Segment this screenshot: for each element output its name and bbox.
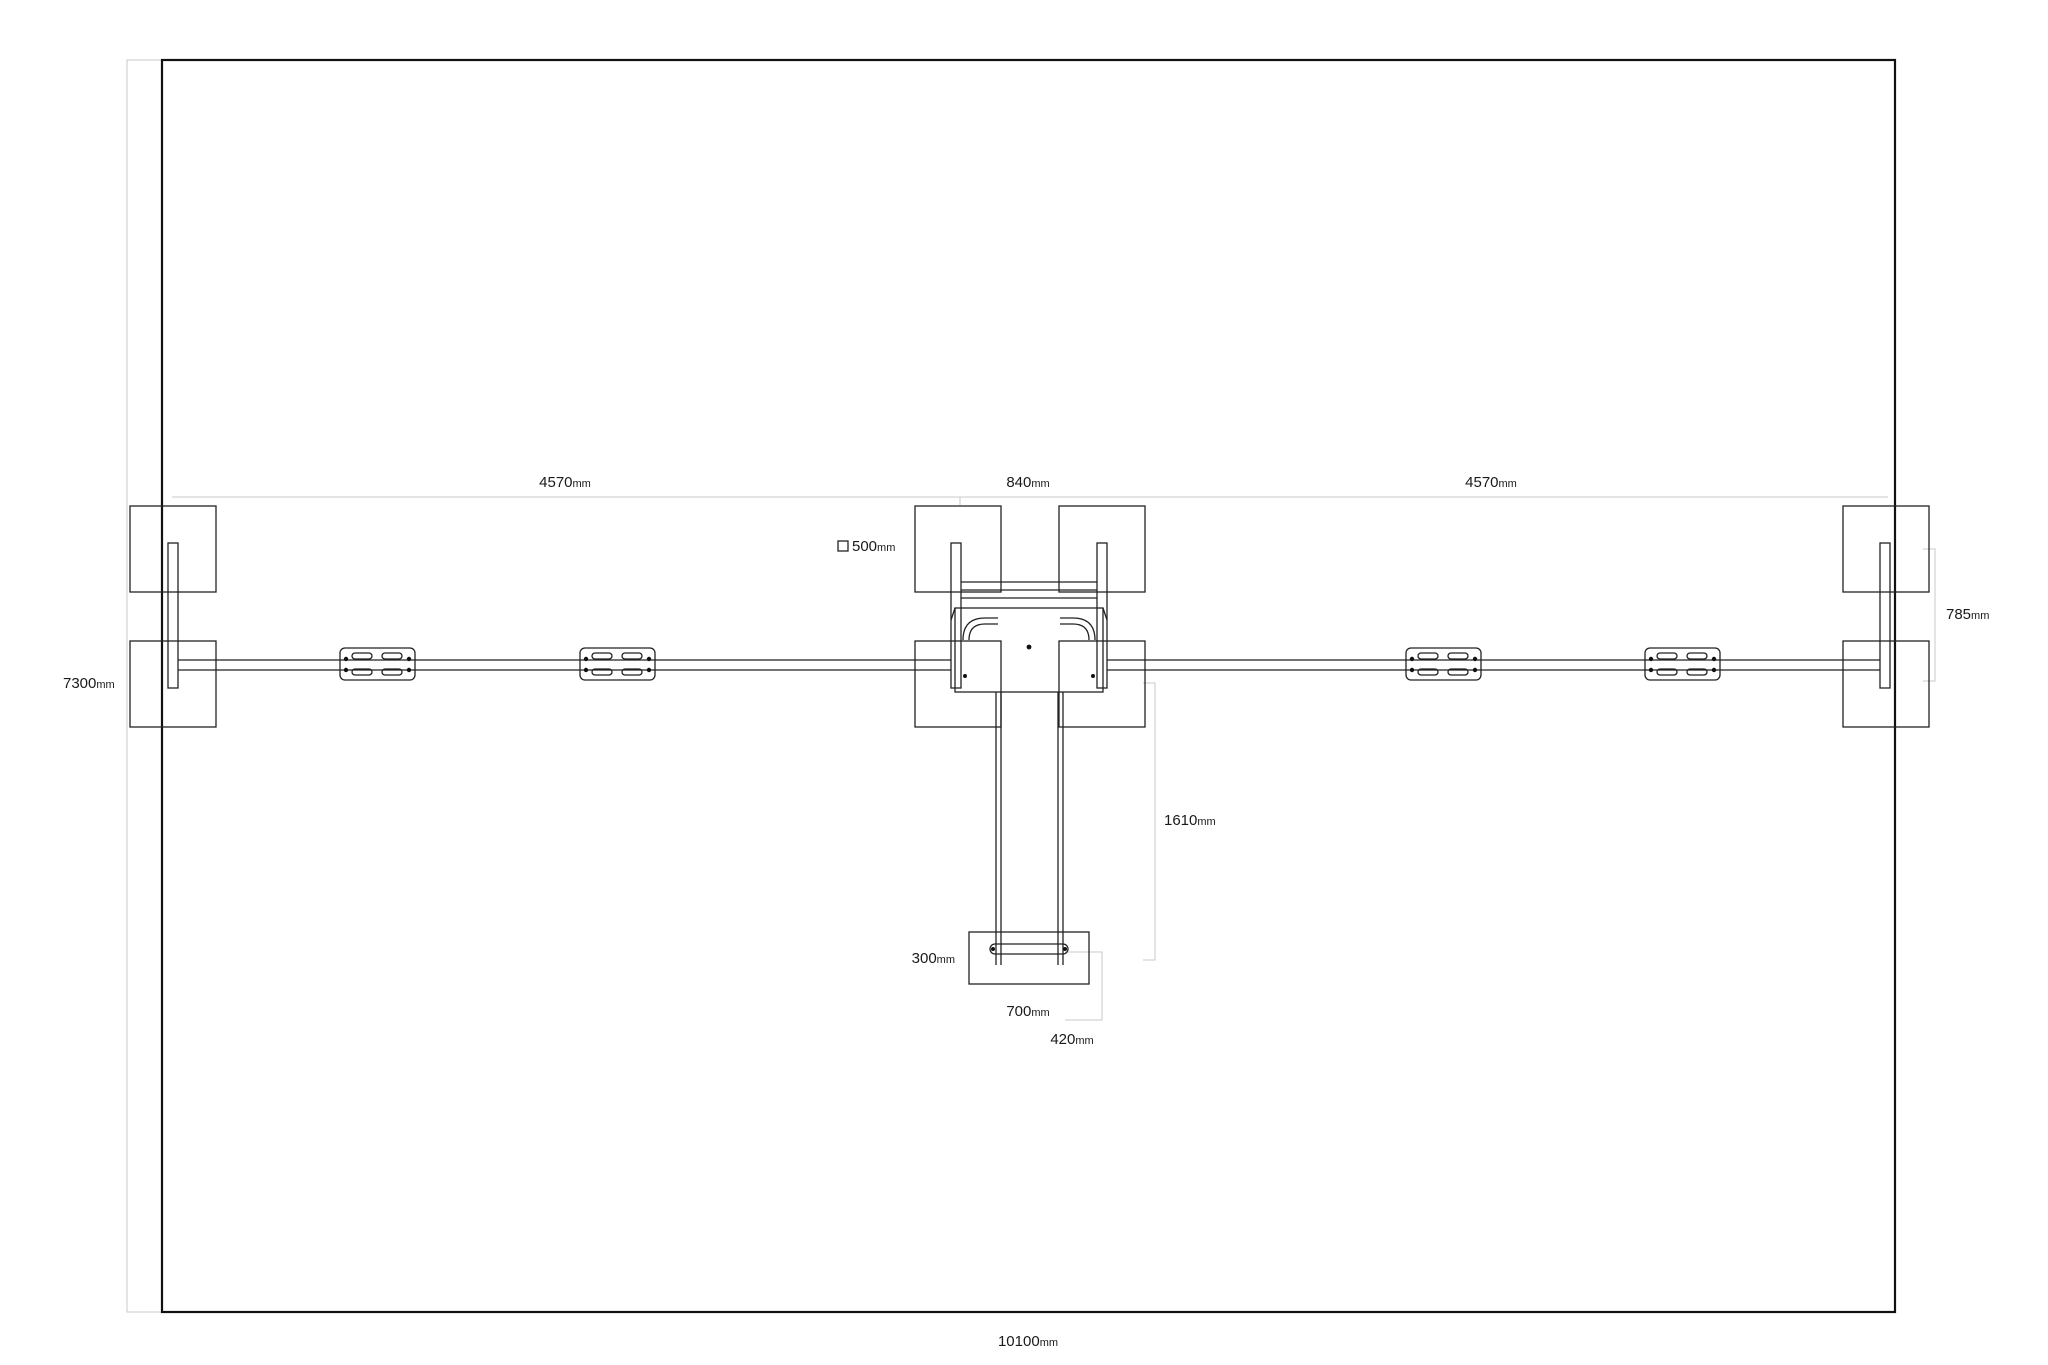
pad-right-top	[1842, 505, 1930, 593]
svg-text:700mm: 700mm	[1006, 1003, 1049, 1020]
svg-text:500mm: 500mm	[852, 538, 895, 555]
svg-text:300mm: 300mm	[912, 950, 955, 967]
front-foot	[968, 931, 1090, 985]
dim-center-gap: 840	[1006, 474, 1031, 491]
unit-mm: mm	[1499, 478, 1517, 490]
svg-text:4570mm: 4570mm	[1465, 474, 1517, 491]
pad-right-bottom	[1842, 640, 1930, 728]
dim-arm-length: 1610	[1164, 812, 1197, 829]
dim-foot-offset: 420	[1050, 1031, 1075, 1048]
unit-mm: mm	[937, 954, 955, 966]
main-beam	[178, 659, 1880, 671]
pad-left-top	[129, 505, 217, 593]
extension-lines	[126, 59, 1936, 1313]
unit-mm: mm	[1031, 478, 1049, 490]
leg-posts	[167, 542, 1891, 689]
svg-text:4570mm: 4570mm	[539, 474, 591, 491]
dim-pad-depth: 785	[1946, 606, 1971, 623]
unit-mm: mm	[1040, 1337, 1058, 1349]
leg-pads	[129, 505, 1930, 728]
unit-mm: mm	[1075, 1035, 1093, 1047]
dim-overall-depth: 7300	[63, 675, 96, 692]
svg-text:1610mm: 1610mm	[1164, 812, 1216, 829]
pad-center-left-bottom	[914, 640, 1002, 728]
svg-text:420mm: 420mm	[1050, 1031, 1093, 1048]
dim-pad-size: 500	[852, 538, 877, 555]
square-size-symbol	[837, 540, 849, 552]
pad-left-bottom	[129, 640, 217, 728]
pad-center-right-top	[1058, 505, 1146, 593]
pad-center-left-top	[914, 505, 1002, 593]
pad-center-right-bottom	[1058, 640, 1146, 728]
dim-right-span: 4570	[1465, 474, 1498, 491]
dim-overall-width: 10100	[998, 1333, 1040, 1350]
front-arm	[995, 692, 1064, 965]
unit-mm: mm	[877, 542, 895, 554]
svg-text:10100mm: 10100mm	[998, 1333, 1058, 1350]
unit-mm: mm	[1197, 816, 1215, 828]
seat-brackets	[339, 647, 1721, 681]
dim-foot-depth: 300	[912, 950, 937, 967]
unit-mm: mm	[1971, 610, 1989, 622]
svg-text:7300mm: 7300mm	[63, 675, 115, 692]
dim-left-span: 4570	[539, 474, 572, 491]
unit-mm: mm	[573, 478, 591, 490]
site-boundary	[160, 58, 1897, 1314]
central-hub	[950, 581, 1108, 693]
dimension-labels: 4570mm 840mm 4570mm 500mm 785mm 7300mm 1…	[63, 474, 1989, 1350]
svg-text:785mm: 785mm	[1946, 606, 1989, 623]
unit-mm: mm	[1031, 1007, 1049, 1019]
dim-foot-width: 700	[1006, 1003, 1031, 1020]
unit-mm: mm	[96, 679, 114, 691]
svg-text:840mm: 840mm	[1006, 474, 1049, 491]
